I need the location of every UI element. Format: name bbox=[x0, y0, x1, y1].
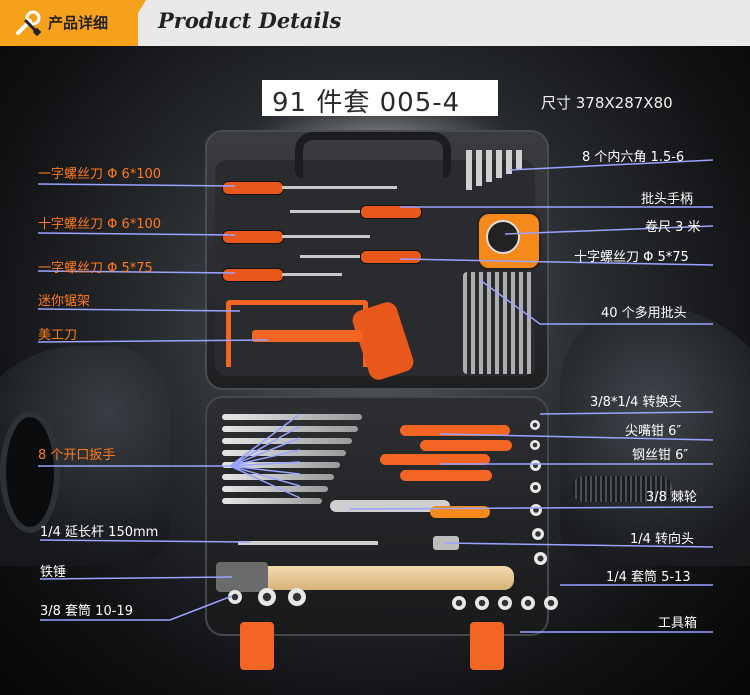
hex-key bbox=[466, 150, 472, 190]
bit-set bbox=[463, 272, 535, 374]
screwdriver-shaft bbox=[282, 273, 342, 276]
label-phillips-screwdriver-6x100: 十字螺丝刀 Φ 6*100 bbox=[38, 217, 162, 232]
label-phillips-screwdriver-5x75: 十字螺丝刀 Φ 5*75 bbox=[574, 250, 689, 265]
socket bbox=[228, 590, 242, 604]
extension-bar bbox=[238, 541, 378, 545]
label-extension-bar: 1/4 延长杆 150mm bbox=[40, 525, 159, 540]
label-universal-joint: 1/4 转向头 bbox=[630, 532, 695, 547]
tape-measure-window bbox=[486, 220, 520, 254]
header-banner: 产品详细 Product Details bbox=[0, 0, 750, 47]
screwdriver-handle bbox=[222, 181, 284, 195]
combination-pliers bbox=[380, 454, 490, 465]
socket bbox=[530, 420, 540, 430]
screwdriver-handle bbox=[222, 268, 284, 282]
hex-key bbox=[496, 150, 502, 178]
open-end-wrench bbox=[222, 438, 352, 444]
socket bbox=[530, 504, 542, 516]
banner-slant bbox=[118, 0, 146, 46]
socket bbox=[452, 596, 466, 610]
hex-key bbox=[476, 150, 482, 186]
needle-nose-pliers bbox=[400, 425, 510, 436]
wrench-screwdriver-icon bbox=[16, 10, 42, 37]
label-bits: 40 个多用批头 bbox=[601, 306, 687, 321]
label-3-8-sockets: 3/8 套筒 10-19 bbox=[40, 604, 133, 619]
header-en-title: Product Details bbox=[158, 8, 342, 33]
label-needle-nose-pliers: 尖嘴钳 6″ bbox=[625, 424, 682, 439]
label-bit-handle: 批头手柄 bbox=[641, 192, 694, 207]
socket bbox=[258, 588, 276, 606]
open-end-wrench bbox=[222, 426, 358, 432]
label-ratchet: 3/8 棘轮 bbox=[646, 490, 698, 505]
label-tape-measure: 卷尺 3 米 bbox=[645, 220, 701, 235]
socket bbox=[288, 588, 306, 606]
toolbox-latch-right bbox=[470, 622, 504, 670]
screwdriver-handle bbox=[222, 230, 284, 244]
label-open-end-wrenches: 8 个开口扳手 bbox=[38, 448, 116, 463]
open-end-wrench bbox=[222, 498, 322, 504]
label-flat-screwdriver-5x75: 一字螺丝刀 Φ 5*75 bbox=[38, 261, 153, 276]
socket bbox=[530, 440, 540, 450]
label-hex-keys: 8 个内六角 1.5-6 bbox=[582, 150, 685, 165]
hammer-head bbox=[216, 562, 268, 592]
needle-nose-pliers-grip bbox=[420, 440, 512, 451]
hex-key bbox=[516, 150, 522, 170]
screwdriver-shaft bbox=[290, 210, 360, 213]
label-mini-hacksaw: 迷你锯架 bbox=[38, 294, 91, 309]
open-end-wrench bbox=[222, 462, 340, 468]
car-wheel bbox=[0, 411, 60, 533]
label-utility-knife: 美工刀 bbox=[38, 328, 78, 343]
label-flat-screwdriver-6x100: 一字螺丝刀 Φ 6*100 bbox=[38, 167, 162, 182]
open-end-wrench bbox=[222, 486, 328, 492]
combination-pliers-grip bbox=[400, 470, 492, 481]
toolbox-latch-left bbox=[240, 622, 274, 670]
car-grille bbox=[572, 476, 672, 502]
socket bbox=[530, 482, 541, 493]
socket bbox=[532, 528, 544, 540]
banner-accent bbox=[0, 0, 138, 46]
screwdriver-shaft bbox=[300, 255, 360, 258]
toolbox-handle bbox=[295, 132, 451, 178]
label-hammer: 铁锤 bbox=[40, 565, 67, 580]
socket bbox=[534, 552, 547, 565]
header-cn-title: 产品详细 bbox=[48, 14, 109, 32]
universal-joint bbox=[433, 536, 459, 550]
utility-knife bbox=[252, 330, 362, 342]
socket bbox=[475, 596, 489, 610]
label-1-4-sockets: 1/4 套筒 5-13 bbox=[606, 570, 691, 585]
screwdriver-shaft bbox=[282, 186, 397, 189]
socket bbox=[530, 460, 541, 471]
hex-key bbox=[506, 150, 512, 174]
hex-key bbox=[486, 150, 492, 182]
ratchet-grip bbox=[430, 506, 490, 518]
bit-handle bbox=[360, 205, 422, 219]
product-size: 尺寸 378X287X80 bbox=[541, 94, 673, 112]
product-title: 91 件套 005-4 bbox=[272, 88, 461, 118]
socket bbox=[521, 596, 535, 610]
open-end-wrench bbox=[222, 450, 346, 456]
screwdriver-shaft bbox=[282, 235, 370, 238]
screwdriver-handle bbox=[360, 250, 422, 264]
socket bbox=[544, 596, 558, 610]
open-end-wrench bbox=[222, 474, 334, 480]
label-adapter: 3/8*1/4 转换头 bbox=[590, 395, 682, 410]
product-title-plate bbox=[262, 80, 498, 116]
open-end-wrench bbox=[222, 414, 362, 420]
label-combination-pliers: 钢丝钳 6″ bbox=[632, 448, 689, 463]
label-toolbox: 工具箱 bbox=[658, 616, 698, 631]
socket bbox=[498, 596, 512, 610]
